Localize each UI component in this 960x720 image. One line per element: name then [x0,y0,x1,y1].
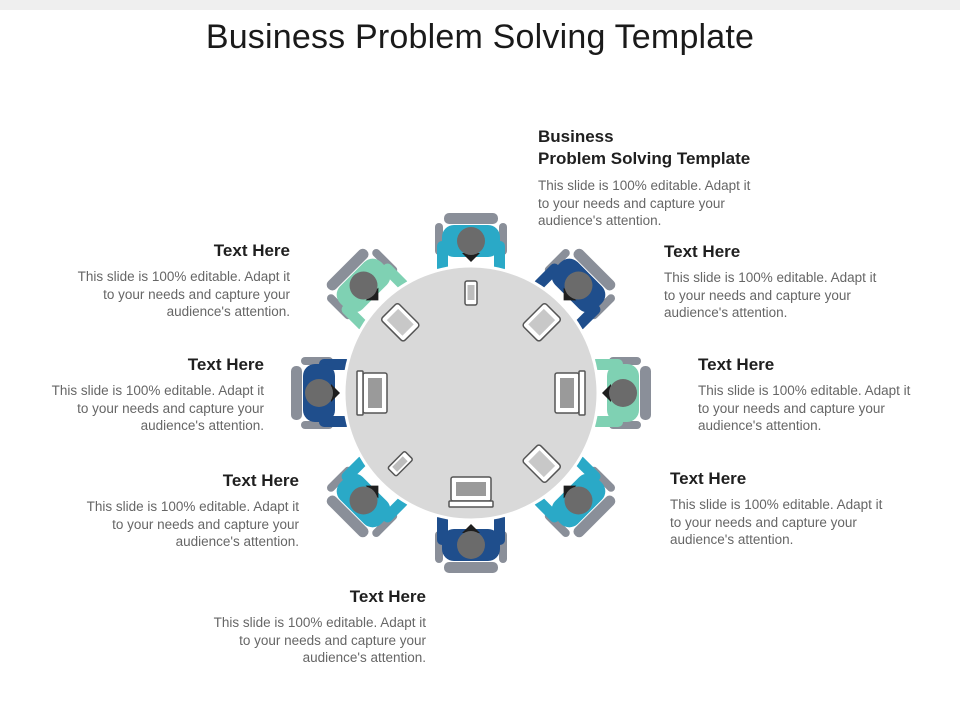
block-heading: Text Here [670,469,747,488]
seated-person [435,507,507,573]
block-heading: Text Here [349,587,426,606]
block-heading: Text Here [213,241,290,260]
tablet-icon [522,444,562,484]
main-body: This slide is 100% editable. Adapt it to… [538,178,751,228]
text-block-middle-left: Text Here This slide is 100% editable. A… [38,354,264,435]
text-block-upper-left: Text Here This slide is 100% editable. A… [64,240,290,321]
block-body: This slide is 100% editable. Adapt it to… [51,383,264,433]
block-body: This slide is 100% editable. Adapt it to… [670,497,883,547]
block-body: This slide is 100% editable. Adapt it to… [213,615,426,665]
head [457,227,485,255]
main-heading: Business Problem Solving Template [538,126,788,170]
chair-back [640,366,651,420]
text-block-bottom: Text Here This slide is 100% editable. A… [200,586,426,667]
laptop-icon [448,476,494,508]
head [564,486,593,515]
laptop-icon [356,370,388,416]
block-heading: Text Here [187,355,264,374]
head [305,379,333,407]
chair-back [291,366,302,420]
chair-back [444,562,498,573]
head [349,271,378,300]
page-title: Business Problem Solving Template [205,18,755,56]
main-heading-line-1: Business [538,127,614,146]
tablet-icon [380,302,420,342]
seated-person [585,357,651,429]
block-body: This slide is 100% editable. Adapt it to… [664,270,877,320]
head [349,486,378,515]
chair-back [326,248,369,291]
block-body: This slide is 100% editable. Adapt it to… [698,383,911,433]
seated-person [530,452,616,538]
laptop-icon [554,370,586,416]
collar [462,253,480,262]
head [457,531,485,559]
block-heading: Text Here [664,242,741,261]
collar [331,384,340,402]
chair-back [573,248,616,291]
chair-back [326,495,369,538]
block-heading: Text Here [698,355,775,374]
top-band [0,0,960,10]
text-block-middle-right: Text Here This slide is 100% editable. A… [698,354,924,435]
seated-person [326,248,412,334]
main-heading-line-2: Problem Solving Template [538,149,751,168]
tablet-icon [522,302,562,342]
text-block-lower-left: Text Here This slide is 100% editable. A… [73,470,299,551]
block-heading: Text Here [222,471,299,490]
main-text-block: Business Problem Solving Template This s… [538,126,788,230]
chair-back [573,495,616,538]
collar [602,384,611,402]
collar [462,524,480,533]
chair-back [444,213,498,224]
text-block-lower-right: Text Here This slide is 100% editable. A… [670,468,896,549]
block-body: This slide is 100% editable. Adapt it to… [86,499,299,549]
head [609,379,637,407]
phone-icon [387,451,413,477]
phone-icon [464,280,478,306]
seated-person [291,357,357,429]
text-block-upper-right: Text Here This slide is 100% editable. A… [664,241,890,322]
block-body: This slide is 100% editable. Adapt it to… [77,269,290,319]
head [564,271,593,300]
seated-person [530,248,616,334]
